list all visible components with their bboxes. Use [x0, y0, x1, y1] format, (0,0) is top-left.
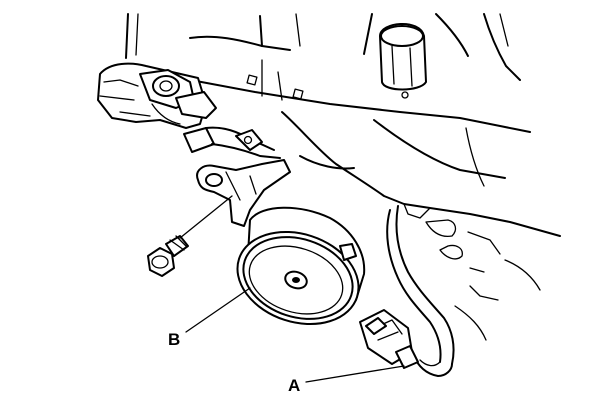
callout-a-leader — [305, 365, 405, 383]
horn-connector — [359, 309, 419, 369]
horn-bracket — [196, 159, 291, 227]
callout-leaders — [185, 287, 405, 383]
mounting-bolt — [147, 195, 233, 277]
body-frame — [125, 13, 561, 341]
callout-b-leader — [185, 287, 251, 333]
upper-mount-bracket — [97, 62, 217, 129]
horn-harness — [386, 205, 455, 377]
callout-a-label: A — [288, 376, 300, 395]
horn — [236, 206, 366, 326]
callout-b-label: B — [168, 330, 180, 349]
upper-post — [379, 22, 427, 91]
upper-terminal-wire — [183, 126, 281, 159]
